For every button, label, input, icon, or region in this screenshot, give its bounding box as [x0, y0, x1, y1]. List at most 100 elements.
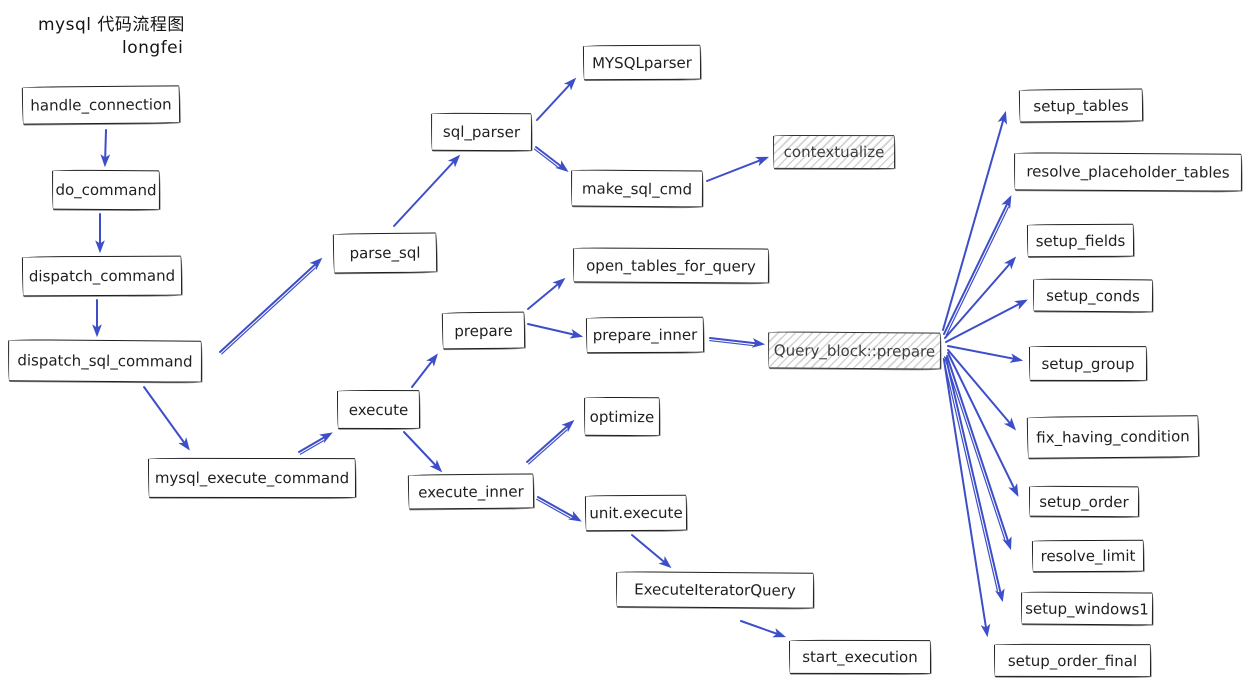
- node-label: resolve_limit: [1040, 546, 1136, 566]
- node-execute[interactable]: execute: [336, 389, 421, 430]
- arrow-query_block_prepare-to-setup_order_final: [943, 359, 991, 638]
- arrow-doubling-stroke: [709, 339, 754, 347]
- node-setup_tables[interactable]: setup_tables: [1018, 88, 1144, 123]
- node-label: prepare_inner: [592, 325, 698, 345]
- arrow-doubling-stroke: [945, 206, 1010, 336]
- node-handle_connection[interactable]: handle_connection: [21, 85, 181, 125]
- node-setup_order_final[interactable]: setup_order_final: [993, 643, 1152, 678]
- arrow-dispatch_sql_command-to-mysql_execute_command: [143, 386, 190, 451]
- node-unit_execute[interactable]: unit.execute: [584, 494, 688, 532]
- arrow-query_block_prepare-to-resolve_limit: [946, 355, 1012, 551]
- node-label: fix_having_condition: [1036, 427, 1190, 447]
- node-label: setup_fields: [1035, 231, 1126, 250]
- arrow-execute_inner-to-optimize: [526, 419, 575, 463]
- node-parse_sql[interactable]: parse_sql: [332, 232, 438, 274]
- arrow-query_block_prepare-to-setup_fields: [944, 256, 1017, 339]
- arrow-ExecuteIteratorQuery-to-start_execution: [740, 620, 787, 638]
- node-label: do_command: [55, 180, 157, 200]
- node-label: unit.execute: [589, 503, 683, 523]
- node-start_execution[interactable]: start_execution: [788, 639, 932, 675]
- node-label: setup_tables: [1033, 96, 1129, 115]
- arrow-query_block_prepare-to-setup_tables: [942, 110, 1007, 331]
- diagram-title: mysql 代码流程图: [38, 15, 185, 35]
- node-label: make_sql_cmd: [581, 179, 693, 198]
- node-contextualize[interactable]: contextualize: [772, 134, 896, 170]
- node-setup_windows1[interactable]: setup_windows1: [1020, 591, 1154, 626]
- arrow-execute-to-prepare: [411, 353, 438, 388]
- node-label: dispatch_command: [28, 266, 176, 286]
- node-resolve_limit[interactable]: resolve_limit: [1031, 539, 1145, 573]
- arrow-doubling-stroke: [942, 357, 999, 592]
- arrow-doubling-stroke: [221, 267, 316, 355]
- arrow-parse_sql-to-sql_parser: [393, 154, 461, 227]
- arrow-doubling-stroke: [536, 498, 571, 519]
- node-optimize[interactable]: optimize: [583, 396, 661, 437]
- node-label: contextualize: [783, 142, 885, 162]
- node-label: setup_order: [1039, 492, 1129, 511]
- diagram-author: longfei: [122, 38, 184, 58]
- node-execute_inner[interactable]: execute_inner: [407, 473, 535, 510]
- arrow-execute_inner-to-unit_execute: [537, 496, 582, 522]
- arrow-prepare_inner-to-query_block_prepare: [709, 337, 766, 348]
- arrow-doubling-stroke: [943, 356, 1006, 540]
- node-label: start_execution: [802, 647, 918, 667]
- node-label: resolve_placeholder_tables: [1026, 162, 1230, 182]
- arrow-query_block_prepare-to-setup_windows1: [945, 357, 1005, 603]
- node-prepare_inner[interactable]: prepare_inner: [585, 316, 705, 354]
- node-setup_conds[interactable]: setup_conds: [1032, 278, 1154, 313]
- arrow-query_block_prepare-to-fix_having_condition: [947, 349, 1017, 431]
- arrow-unit_execute-to-ExecuteIteratorQuery: [631, 534, 672, 569]
- node-fix_having_condition[interactable]: fix_having_condition: [1026, 415, 1200, 459]
- node-open_tables_for_query[interactable]: open_tables_for_query: [572, 247, 770, 284]
- arrow-make_sql_cmd-to-contextualize: [706, 156, 770, 182]
- node-setup_order[interactable]: setup_order: [1028, 485, 1140, 518]
- node-label: ExecuteIteratorQuery: [634, 580, 796, 600]
- node-sql_parser[interactable]: sql_parser: [430, 112, 533, 152]
- node-label: optimize: [589, 407, 655, 426]
- arrow-handle_connection-to-do_command: [100, 129, 111, 168]
- node-dispatch_sql_command[interactable]: dispatch_sql_command: [7, 339, 203, 383]
- arrow-sql_parser-to-MYSQLparser: [536, 77, 577, 121]
- node-label: setup_windows1: [1025, 599, 1149, 618]
- node-label: setup_order_final: [1007, 651, 1138, 670]
- node-label: MYSQLparser: [592, 53, 692, 72]
- arrow-query_block_prepare-to-setup_order: [947, 352, 1019, 497]
- node-resolve_placeholder_tables[interactable]: resolve_placeholder_tables: [1013, 152, 1243, 192]
- node-dispatch_command[interactable]: dispatch_command: [21, 255, 183, 297]
- node-label: setup_group: [1041, 354, 1135, 373]
- node-label: mysql_execute_command: [154, 468, 350, 488]
- arrow-dispatch_sql_command-to-parse_sql: [219, 257, 323, 353]
- node-label: parse_sql: [349, 243, 421, 263]
- node-label: sql_parser: [442, 122, 521, 142]
- arrow-mysql_execute_command-to-execute: [298, 432, 333, 453]
- arrow-doubling-stroke: [299, 440, 325, 455]
- node-label: dispatch_sql_command: [17, 351, 193, 371]
- arrow-prepare-to-prepare_inner: [527, 323, 584, 339]
- node-label: open_tables_for_query: [586, 255, 756, 276]
- arrow-query_block_prepare-to-resolve_placeholder_tables: [943, 195, 1012, 335]
- arrow-doubling-stroke: [528, 429, 568, 465]
- node-label: execute: [348, 400, 409, 419]
- arrow-query_block_prepare-to-setup_conds: [945, 299, 1028, 343]
- flow-arrows: [92, 77, 1028, 638]
- node-label: Query_block::prepare: [773, 340, 936, 361]
- node-label: handle_connection: [30, 95, 172, 115]
- node-label: setup_conds: [1046, 286, 1140, 305]
- node-do_command[interactable]: do_command: [51, 169, 161, 211]
- arrow-query_block_prepare-to-setup_group: [947, 345, 1024, 363]
- node-MYSQLparser[interactable]: MYSQLparser: [582, 44, 702, 81]
- node-label: execute_inner: [418, 482, 524, 501]
- node-setup_fields[interactable]: setup_fields: [1026, 223, 1135, 258]
- arrow-doubling-stroke: [533, 148, 558, 168]
- node-setup_group[interactable]: setup_group: [1028, 345, 1148, 382]
- arrow-execute-to-execute_inner: [403, 431, 443, 473]
- node-ExecuteIteratorQuery[interactable]: ExecuteIteratorQuery: [615, 571, 815, 609]
- node-prepare[interactable]: prepare: [441, 311, 526, 350]
- node-mysql_execute_command[interactable]: mysql_execute_command: [147, 457, 357, 499]
- node-query_block_prepare[interactable]: Query_block::prepare: [767, 331, 942, 370]
- arrow-sql_parser-to-make_sql_cmd: [535, 146, 569, 172]
- node-make_sql_cmd[interactable]: make_sql_cmd: [570, 169, 704, 208]
- node-label: prepare: [454, 321, 513, 340]
